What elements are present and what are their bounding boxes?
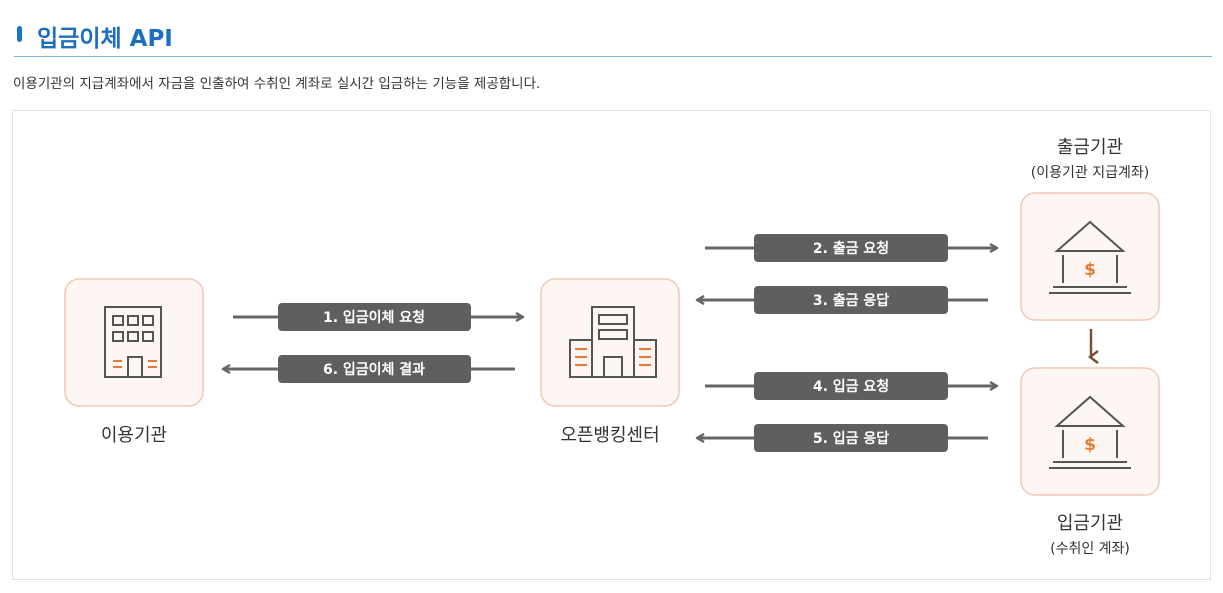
step-3-label: 3. 출금 응답 (813, 292, 889, 309)
center-building-icon (569, 306, 657, 378)
flow-diagram: 이용기관 오픈뱅킹센터 출금기관 (이용기 (12, 110, 1211, 580)
office-building-icon (104, 306, 162, 378)
step-1-arrow: 1. 입금이체 요청 (233, 303, 523, 331)
step-5-label: 5. 입금 응답 (813, 430, 889, 447)
page-title: 입금이체 API (37, 26, 173, 52)
step-2-label: 2. 출금 요청 (813, 240, 889, 257)
user-org-label: 이용기관 (101, 425, 167, 446)
node-user-org: 이용기관 (64, 278, 204, 446)
page-description: 이용기관의 지급계좌에서 자금을 인출하여 수취인 계좌로 실시간 입금하는 기… (13, 76, 541, 92)
deposit-org-label: 입금기관 (1057, 513, 1123, 534)
step-1-label: 1. 입금이체 요청 (323, 309, 425, 326)
step-4-label: 4. 입금 요청 (813, 379, 889, 395)
withdraw-org-label: 출금기관 (1057, 137, 1123, 158)
step-6-label: 6. 입금이체 결과 (323, 361, 425, 378)
title-marker-icon (17, 26, 22, 42)
step-2-arrow: 2. 출금 요청 (705, 234, 997, 262)
bank-icon (1049, 220, 1131, 294)
step-6-arrow: 6. 입금이체 결과 (223, 355, 515, 383)
flow-diagram-svg: 이용기관 오픈뱅킹센터 출금기관 (이용기 (64, 137, 1160, 557)
node-center: 오픈뱅킹센터 (540, 278, 680, 446)
step-4-arrow: 4. 입금 요청 (705, 372, 997, 400)
dollar-icon: $ (1084, 435, 1096, 455)
section-header: 입금이체 API (14, 16, 1212, 57)
bank-icon (1049, 395, 1131, 469)
withdraw-org-sublabel: (이용기관 지급계좌) (1031, 165, 1149, 181)
node-withdraw-org: 출금기관 (이용기관 지급계좌) $ (1020, 137, 1160, 321)
center-label: 오픈뱅킹센터 (560, 425, 659, 446)
step-3-arrow: 3. 출금 응답 (697, 286, 988, 314)
deposit-org-sublabel: (수취인 계좌) (1050, 541, 1130, 557)
node-deposit-org: $ 입금기관 (수취인 계좌) (1020, 367, 1160, 557)
dollar-icon: $ (1084, 260, 1096, 280)
step-5-arrow: 5. 입금 응답 (697, 424, 988, 452)
